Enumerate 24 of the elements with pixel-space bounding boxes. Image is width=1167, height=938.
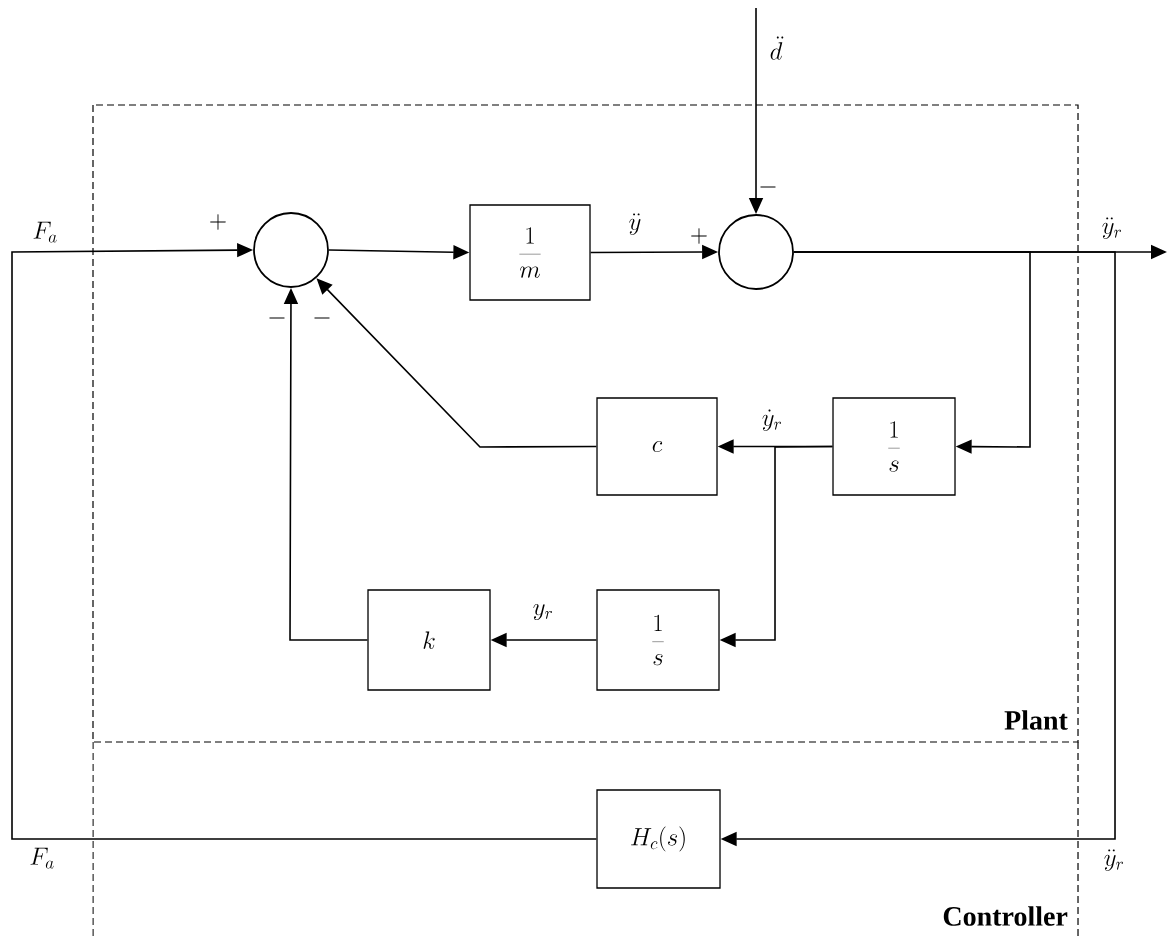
signal-label: $\ddot{d}$	[768, 35, 784, 61]
sign-label: $+$	[210, 214, 226, 230]
block-box: $\frac{1}{s}$	[832, 397, 956, 496]
signal-label: $\ddot{y}$	[627, 212, 643, 236]
block-box: $\frac{1}{m}$	[469, 204, 591, 301]
signal-label: $F_a$	[30, 847, 54, 869]
sign-label: $-$	[314, 317, 330, 319]
signal-label: $\dot{y}_r$	[760, 408, 784, 432]
block-box: $H_c(s)$	[596, 789, 721, 889]
block-box: $\frac{1}{s}$	[596, 589, 720, 691]
signal-arrow	[316, 278, 598, 448]
signal-label: $F_a$	[31, 220, 59, 244]
sign-label: $-$	[269, 317, 285, 319]
sign-label: $+$	[691, 228, 707, 244]
block-box: $k$	[367, 589, 491, 691]
sign-label: $-$	[760, 186, 776, 188]
signal-label: $\ddot{y}_r$	[1100, 216, 1124, 240]
summing-junction	[718, 214, 794, 290]
signal-label: $\ddot{y}_r$	[1102, 848, 1126, 872]
block-box: $c$	[596, 397, 718, 496]
summing-junction	[253, 212, 329, 288]
signal-arrow	[11, 242, 598, 840]
signal-label: $y_r$	[531, 603, 555, 621]
signal-arrow	[793, 251, 1031, 454]
